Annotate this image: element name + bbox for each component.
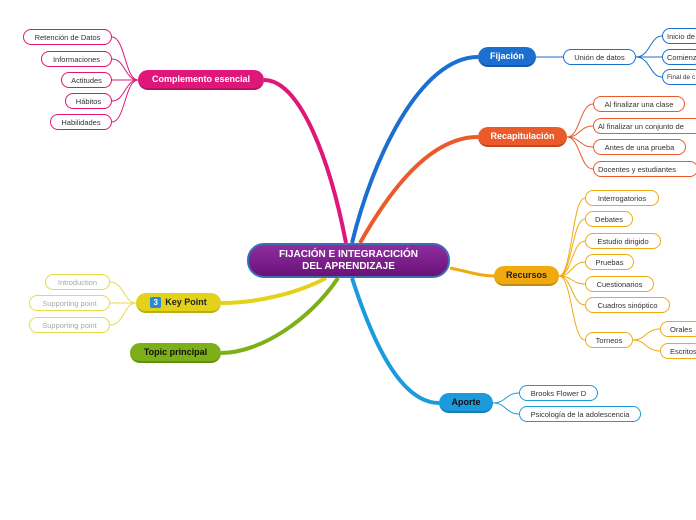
leaf-final[interactable]: Final de c [662,69,696,85]
branch-complemento-label: Complemento esencial [151,74,251,84]
leaf-brooks-flower[interactable]: Brooks Flower D [519,385,598,401]
leaf-comienzo[interactable]: Comienzo [662,49,696,65]
branch-complemento-esencial[interactable]: Complemento esencial [138,70,264,90]
link-recapitulacion [358,135,479,244]
leaf-actitudes[interactable]: Actitudes [61,72,112,88]
branch-recapitulacion-label: Recapitulación [490,131,555,141]
leaf-torneos[interactable]: Torneos [585,332,633,348]
branch-fijacion[interactable]: Fijación [478,47,536,67]
link-recursos [449,266,495,278]
branch-aporte[interactable]: Aporte [439,393,493,413]
leaf-antes-de-una-prueba[interactable]: Antes de una prueba [593,139,686,155]
central-topic[interactable]: FIJACIÓN E INTEGRACICIÓN DEL APRENDIZAJE [247,243,450,278]
key-point-badge: 3 [150,296,162,308]
leaf-cuestionarios[interactable]: Cuestionarios [585,276,654,292]
central-topic-line-2: DEL APRENDIZAJE [302,260,395,272]
leaf-inicio[interactable]: Inicio de [662,28,696,44]
leaf-al-finalizar-una-clase[interactable]: Al finalizar una clase [593,96,685,112]
link-key-point [220,276,327,305]
branch-fijacion-label: Fijación [489,51,524,61]
leaf-supporting-point-1[interactable]: Supporting point [29,295,110,311]
complemento-leaf-links [111,36,139,123]
leaf-psicologia-adolescencia[interactable]: Psicología de la adolescencia [519,406,641,422]
leaf-orales[interactable]: Orales [660,321,696,337]
leaf-pruebas[interactable]: Pruebas [585,254,634,270]
leaf-debates[interactable]: Debates [585,211,633,227]
central-topic-line-1: FIJACIÓN E INTEGRACICIÓN [279,248,418,260]
leaf-interrogatorios[interactable]: Interrogatorios [585,190,659,206]
recursos-leaf-links [558,197,661,352]
branch-recursos[interactable]: Recursos [494,266,559,286]
aporte-leaf-links [492,392,520,415]
leaf-docentes-y-estudiantes[interactable]: Docentes y estudiantes [593,161,696,177]
leaf-escritos[interactable]: Escritos [660,343,696,359]
leaf-introduction[interactable]: Introduction [45,274,110,290]
branch-key-point[interactable]: 3 Key Point [136,293,221,313]
leaf-supporting-point-2[interactable]: Supporting point [29,317,110,333]
leaf-estudio-dirigido[interactable]: Estudio dirigido [585,233,661,249]
leaf-retencion-de-datos[interactable]: Retención de Datos [23,29,112,45]
link-fijacion [350,55,479,244]
key-point-leaf-links [109,281,137,326]
link-complemento [263,78,348,244]
leaf-cuadros-sinoptico[interactable]: Cuadros sinóptico [585,297,670,313]
branch-key-point-label: Key Point [165,297,207,307]
branch-topic-principal[interactable]: Topic principal [130,343,221,363]
branch-topic-principal-label: Topic principal [143,347,208,357]
leaf-habilidades[interactable]: Habilidades [50,114,112,130]
link-topic-principal [220,276,340,355]
branch-recapitulacion[interactable]: Recapitulación [478,127,567,147]
leaf-informaciones[interactable]: Informaciones [41,51,112,67]
leaf-al-finalizar-un-conjunto[interactable]: Al finalizar un conjunto de [593,118,696,134]
branch-aporte-label: Aporte [451,397,481,407]
leaf-union-de-datos[interactable]: Unión de datos [563,49,636,65]
leaf-habitos[interactable]: Hábitos [65,93,112,109]
branch-recursos-label: Recursos [505,270,548,280]
link-aporte [350,277,440,405]
fijacion-leaf-links [536,35,663,78]
recapitulacion-leaf-links [566,103,594,170]
